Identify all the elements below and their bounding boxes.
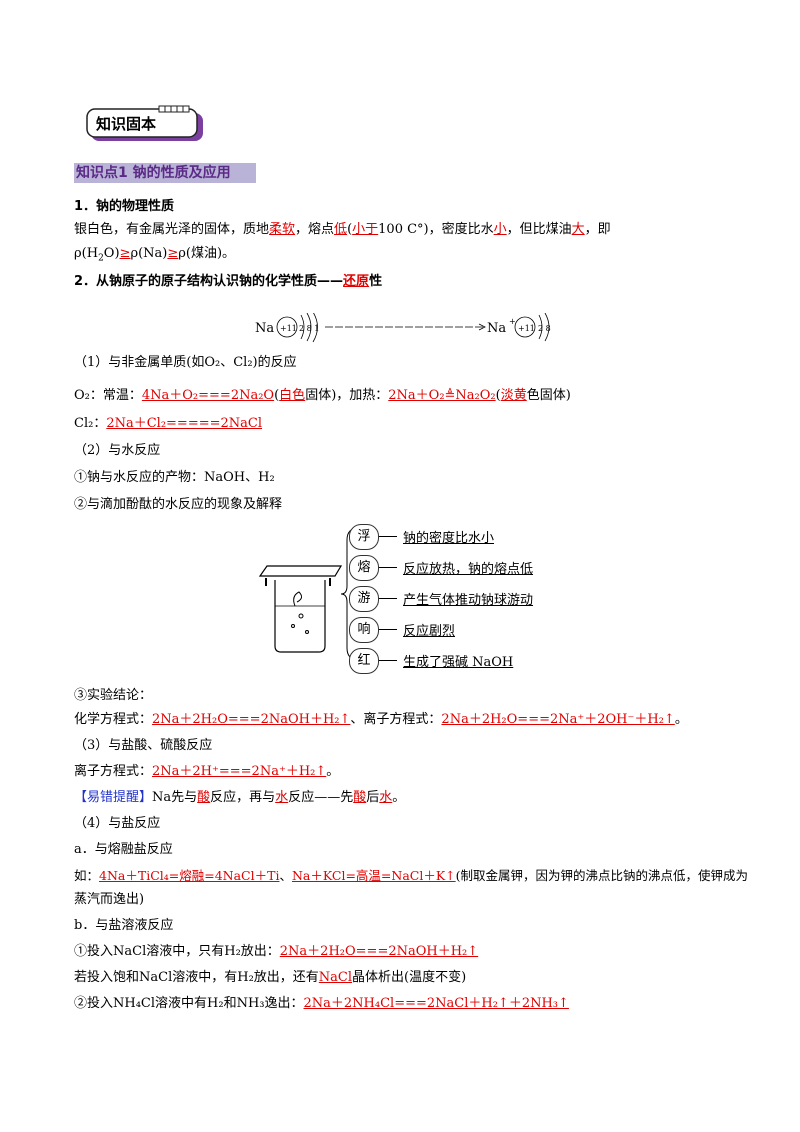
svg-text:+11: +11 bbox=[280, 324, 297, 333]
sodium-water-figure: 浮 钠的密度比水小熔 反应放热，钠的熔点低游 产生气体推动钠球游动响 反应剧烈红 生成了强… bbox=[255, 518, 555, 678]
knowledge-point-title: 知识点1 钠的性质及应用 bbox=[74, 163, 256, 183]
phenomenon-char: 熔 bbox=[349, 555, 379, 581]
r4-b2-line: 若投入饱和NaCl溶液中，有H₂放出，还有NaCl晶体析出(温度不变) bbox=[74, 970, 467, 985]
r2-p2: ②与滴加酚酞的水反应的现象及解释 bbox=[74, 497, 283, 512]
badge-label: 知识固本 bbox=[96, 115, 157, 133]
connector-line bbox=[379, 629, 397, 630]
phenomenon-explanation: 生成了强碱 NaOH bbox=[403, 655, 514, 670]
phenomenon-explanation: 反应放热，钠的熔点低 bbox=[403, 562, 534, 577]
r4-b1-line: ①投入NaCl溶液中，只有H₂放出：2Na＋2H₂O===2NaOH＋H₂↑ bbox=[74, 944, 479, 959]
atom-left-symbol: Na bbox=[255, 321, 274, 336]
beaker-illustration bbox=[258, 565, 343, 653]
r1-o2-line: O₂：常温：4Na＋O₂===2Na₂O(白色固体)，加热：2Na＋O₂≜Na₂… bbox=[74, 388, 571, 403]
s1-line2: ρ(H2O)≥ρ(Na)≥ρ(煤油)。 bbox=[74, 246, 236, 264]
svg-text:2 8: 2 8 bbox=[538, 324, 551, 333]
section-badge bbox=[86, 105, 203, 141]
section-1-heading: 1．钠的物理性质 bbox=[74, 199, 175, 214]
section-2-heading: 2．从钠原子的原子结构认识钠的化学性质——还原性 bbox=[74, 274, 383, 289]
svg-text:+11: +11 bbox=[518, 324, 535, 333]
r2-p1: ①钠与水反应的产物：NaOH、H₂ bbox=[74, 470, 275, 485]
phenomenon-explanation: 钠的密度比水小 bbox=[403, 531, 495, 546]
connector-line bbox=[379, 536, 397, 537]
phenomenon-char: 响 bbox=[349, 617, 379, 643]
svg-text:+: + bbox=[509, 317, 516, 326]
atom-structure-diagram: Na +11 2 8 1 Na + +11 2 8 bbox=[255, 313, 551, 343]
r4-a-heading: a．与熔融盐反应 bbox=[74, 842, 173, 857]
phenomenon-char: 游 bbox=[349, 586, 379, 612]
r2-heading: （2）与水反应 bbox=[74, 443, 161, 458]
r1-heading: （1）与非金属单质(如O₂、Cl₂)的反应 bbox=[74, 355, 297, 370]
r3-ion-line: 离子方程式：2Na＋2H⁺===2Na⁺＋H₂↑。 bbox=[74, 764, 340, 779]
phenomenon-explanation: 产生气体推动钠球游动 bbox=[403, 593, 534, 608]
r2-p3: ③实验结论： bbox=[74, 688, 153, 703]
r4-heading: （4）与盐反应 bbox=[74, 816, 161, 831]
r1-cl2-line: Cl₂：2Na＋Cl₂=====2NaCl bbox=[74, 416, 263, 431]
r3-tip-line: 【易错提醒】Na先与酸反应，再与水反应——先酸后水。 bbox=[74, 790, 406, 805]
connector-line bbox=[379, 598, 397, 599]
r3-heading: （3）与盐酸、硫酸反应 bbox=[74, 738, 213, 753]
r2-equations: 化学方程式：2Na＋2H₂O===2NaOH＋H₂↑、离子方程式：2Na＋2H₂… bbox=[74, 712, 688, 727]
phenomenon-explanation: 反应剧烈 bbox=[403, 624, 456, 639]
atom-right-symbol: Na bbox=[487, 321, 506, 336]
r4-b-heading: b．与盐溶液反应 bbox=[74, 918, 174, 933]
r4-a-line: 如：4Na＋TiCl₄=熔融=4NaCl＋Ti、Na＋KCl=高温=NaCl＋K… bbox=[74, 868, 749, 883]
connector-line bbox=[379, 660, 397, 661]
svg-text:2 8 1: 2 8 1 bbox=[299, 324, 319, 333]
phenomenon-char: 红 bbox=[349, 648, 379, 674]
phenomenon-char: 浮 bbox=[349, 524, 379, 550]
connector-line bbox=[379, 567, 397, 568]
s1-line1: 银白色，有金属光泽的固体，质地柔软，熔点低(小于100 C°)，密度比水小，但比… bbox=[74, 222, 611, 237]
r4-a-line2: 蒸汽而逸出) bbox=[74, 892, 145, 907]
brace bbox=[341, 527, 360, 661]
r4-b3-line: ②投入NH₄Cl溶液中有H₂和NH₃逸出：2Na＋2NH₄Cl===2NaCl＋… bbox=[74, 996, 569, 1011]
